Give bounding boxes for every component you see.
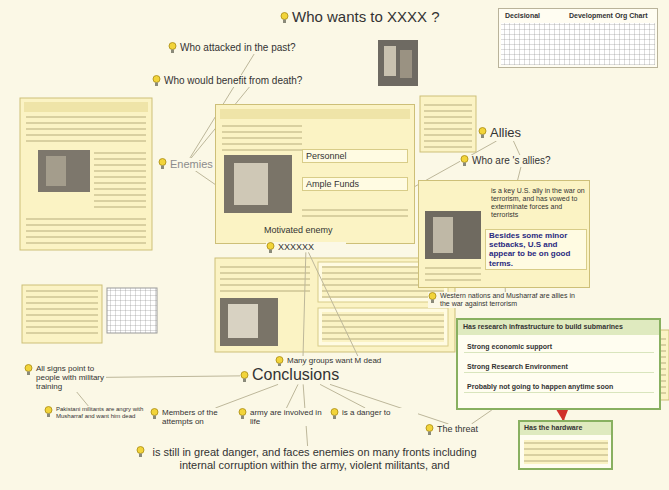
note-box: Decisional Development Org Chart: [498, 8, 658, 68]
topic-label: Western nations and Musharraf are allies…: [428, 292, 583, 308]
topic-label: Who would benefit from death?: [152, 75, 357, 87]
bulb-icon: [168, 42, 177, 56]
bulb-icon: [280, 10, 289, 27]
node-text: Has research infrastructure to build sub…: [463, 323, 653, 331]
bulb-icon: [478, 127, 487, 142]
topic-label: Pakistani militants are angry with Musha…: [44, 406, 144, 420]
node-text: Probably not going to happen anytime soo…: [467, 383, 651, 391]
bulb-icon: [425, 424, 434, 438]
connector-line: [76, 392, 88, 406]
diagram-title: Who wants to XXXX ?: [280, 8, 440, 25]
connector-line: [320, 384, 365, 408]
node-text: Conclusions: [252, 366, 365, 384]
connector-line: [286, 384, 298, 408]
connector-line: [303, 252, 306, 366]
connector-line: [308, 252, 357, 356]
bulb-icon: [152, 75, 161, 89]
bulb-icon: [238, 408, 247, 422]
bulb-icon: [44, 406, 53, 419]
node-text: Enemies: [170, 158, 214, 171]
box-illustration: [216, 105, 416, 245]
node-text: All signs point to people with military …: [36, 364, 106, 392]
connector-line: [518, 167, 521, 181]
node-text: Pakistani militants are angry with Musha…: [56, 406, 144, 420]
topic-label: Many groups want M dead: [275, 356, 445, 365]
bulb-icon: [240, 369, 249, 387]
node-text: Strong economic support: [467, 343, 651, 351]
note-box: is a key U.S. ally in the war on terrori…: [418, 180, 590, 288]
connector-line: [471, 410, 491, 424]
bulb-icon: [150, 408, 159, 422]
node-text: Besides some minor setbacks, U.S and app…: [489, 231, 583, 268]
note-box: Personnel: [302, 149, 408, 163]
topic-label: is a danger to: [330, 408, 418, 417]
title-text: Who wants to XXXX ?: [292, 8, 440, 25]
topic-label: Allies: [478, 126, 542, 141]
node-text: is still in great danger, and faces enem…: [148, 446, 481, 471]
connector-line: [106, 376, 240, 377]
node-text: Motivated enemy: [264, 225, 409, 235]
bulb-icon: [266, 242, 275, 256]
connector-line: [215, 384, 278, 408]
topic-label: All signs point to people with military …: [24, 364, 106, 392]
node-text: Ample Funds: [306, 179, 404, 189]
node-text: Has the hardware: [524, 424, 609, 432]
note-box: Motivated enemy PersonnelAmple Funds: [215, 104, 415, 244]
node-text: is a key U.S. ally in the war on terrori…: [491, 187, 587, 219]
connector-line: [330, 384, 449, 424]
node-text: Decisional: [505, 12, 565, 20]
node-text: Allies: [490, 126, 542, 141]
node-text: XXXXXX: [278, 242, 346, 252]
topic-label: The threat: [425, 424, 503, 434]
topic-label: Conclusions: [240, 366, 365, 384]
node-text: is a danger to: [342, 408, 418, 417]
node-text: Development Org Chart: [569, 12, 655, 20]
topic-label: XXXXXX: [266, 242, 346, 252]
topic-label: Members of the attempts on: [150, 408, 232, 426]
bulb-icon: [460, 155, 469, 169]
topic-label: Who are 's allies?: [460, 155, 585, 167]
node-text: Strong Research Environment: [467, 363, 651, 371]
bulb-icon: [136, 446, 145, 460]
node-text: Who are 's allies?: [472, 155, 585, 167]
bulb-icon: [330, 408, 339, 422]
note-box: Besides some minor setbacks, U.S and app…: [485, 229, 587, 270]
node-text: The threat: [437, 424, 503, 434]
node-text: army are involved in life: [250, 408, 326, 426]
node-text: Many groups want M dead: [287, 356, 445, 365]
note-box: Probably not going to happen anytime soo…: [464, 382, 654, 393]
topic-label: Who attacked in the past?: [168, 42, 348, 54]
bulb-icon: [158, 158, 167, 172]
node-text: Western nations and Musharraf are allies…: [440, 292, 583, 308]
note-box: Strong Research Environment: [464, 362, 654, 373]
node-text: Who would benefit from death?: [164, 75, 357, 87]
node-text: Who attacked in the past?: [180, 42, 348, 54]
topic-label: is still in great danger, and faces enem…: [136, 446, 481, 471]
note-box: Has the hardware: [518, 420, 613, 470]
node-text: Members of the attempts on: [162, 408, 232, 426]
note-box: Strong economic support: [464, 342, 654, 353]
connector-line: [513, 141, 519, 155]
node-text: Personnel: [306, 151, 404, 161]
bulb-icon: [428, 292, 437, 305]
topic-label: Enemies: [158, 158, 214, 171]
note-box: Ample Funds: [302, 177, 408, 191]
topic-label: army are involved in life: [238, 408, 326, 426]
connector-line: [561, 410, 564, 420]
bulb-icon: [24, 364, 33, 378]
note-box: Has research infrastructure to build sub…: [456, 318, 661, 410]
